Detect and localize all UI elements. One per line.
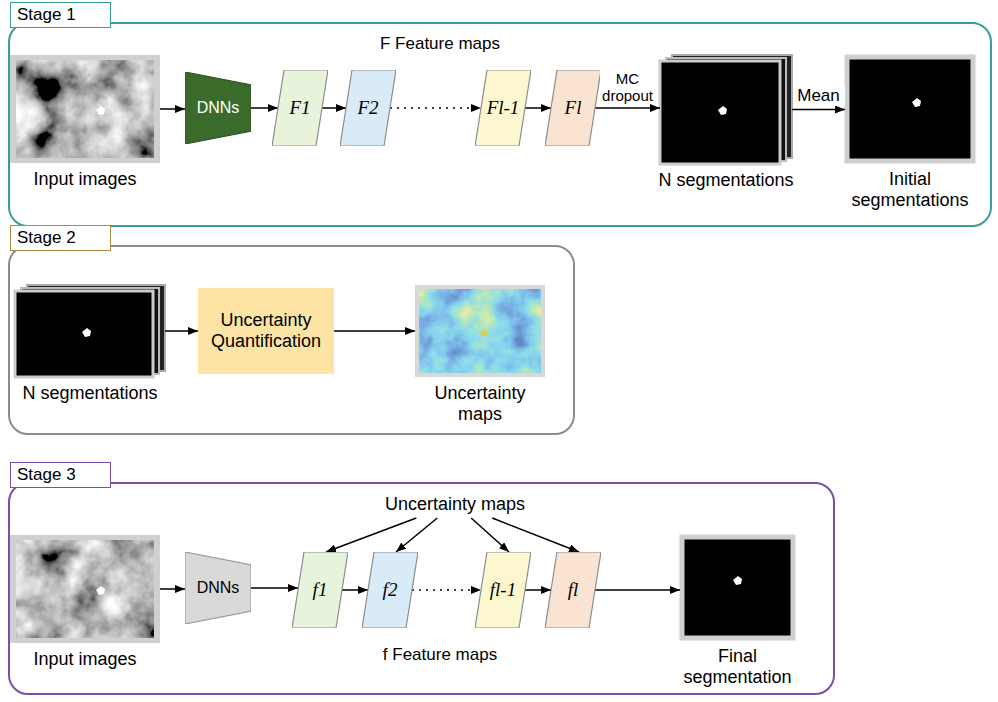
image-node: Initial segmentations — [845, 55, 975, 163]
feature-map: Fl-1 — [475, 70, 531, 146]
arrow-connector — [595, 107, 660, 109]
input-image — [16, 60, 154, 158]
node-label: F2 — [357, 97, 378, 119]
arrow-connector — [390, 107, 481, 109]
feature-map: f2 — [362, 552, 418, 628]
image-frame — [10, 55, 160, 163]
image-caption: Input images — [0, 169, 170, 190]
image-caption: N segmentations — [0, 383, 180, 404]
uncertainty-map — [419, 289, 541, 373]
image-node: Final segmentation — [680, 535, 795, 640]
arrow-connector — [525, 107, 551, 109]
edge-label: Mean — [793, 86, 845, 106]
node-label: DNNs — [197, 99, 240, 117]
arrow-connector — [342, 589, 368, 591]
node-label: fl-1 — [490, 579, 516, 601]
text-node: Uncertainty maps — [381, 492, 530, 516]
feature-map: Fl — [545, 70, 601, 146]
arrow-connector — [322, 107, 346, 109]
segmentation-image — [15, 291, 153, 377]
node-outline — [545, 70, 601, 146]
arrow-connector — [160, 588, 185, 590]
stage-heading: Stage 1 — [10, 2, 111, 28]
stage-heading: Stage 3 — [10, 462, 111, 488]
node-label: Uncertainty Quantification — [204, 310, 328, 351]
feature-map: fl-1 — [475, 552, 531, 628]
node-outline — [340, 70, 396, 146]
stage-heading: Stage 2 — [10, 225, 111, 251]
node-label: Uncertainty maps — [385, 494, 525, 515]
node-label: F1 — [289, 97, 310, 119]
feature-map: fl — [545, 552, 601, 628]
image-caption: Uncertainty maps — [415, 383, 545, 424]
image-node: Input images — [10, 55, 160, 163]
feature-map: F2 — [340, 70, 396, 146]
image-frame — [415, 285, 545, 377]
node-label: f2 — [383, 579, 398, 601]
node-label: f1 — [313, 579, 328, 601]
arrow-connector — [251, 587, 298, 589]
lesion-spot — [733, 576, 742, 585]
image-frame — [10, 535, 160, 643]
arrow-connector — [334, 330, 415, 332]
lesion-spot — [82, 328, 91, 337]
arrow-connector — [595, 589, 680, 591]
lesion-spot — [912, 98, 921, 107]
node-outline — [185, 72, 251, 144]
node-outline — [185, 552, 251, 624]
group-label: F Feature maps — [380, 34, 500, 54]
arrow-connector — [492, 518, 579, 552]
node-outline — [475, 552, 531, 628]
stage-panel: Stage 2N segmentationsUncertainty Quanti… — [8, 245, 575, 435]
segmentation-image — [682, 537, 793, 638]
image-caption: Final segmentation — [668, 646, 808, 687]
node-outline — [362, 552, 418, 628]
image-caption: Input images — [0, 649, 170, 670]
network-block: DNNs — [185, 72, 251, 144]
uncertain-spot — [481, 330, 487, 336]
image-caption: Initial segmentations — [835, 169, 985, 210]
arrow-connector — [251, 107, 278, 109]
node-label: Fl-1 — [487, 97, 520, 119]
lesion-spot — [96, 586, 105, 595]
stage-panel: Stage 3Input imagesDNNsUncertainty mapsf… — [8, 482, 835, 695]
node-label: DNNs — [197, 579, 240, 597]
node-label: Fl — [565, 97, 582, 119]
image-node: Input images — [10, 535, 160, 643]
node-outline — [475, 70, 531, 146]
arrow-connector — [160, 108, 185, 110]
arrow-connector — [792, 109, 845, 111]
arrow-connector — [412, 589, 481, 591]
image-caption: N segmentations — [636, 170, 816, 191]
arrow-connector — [525, 589, 551, 591]
node-outline — [272, 70, 328, 146]
lesion-spot — [718, 106, 727, 115]
network-block: DNNs — [185, 552, 251, 624]
edge-label: MC dropout — [600, 70, 656, 105]
image-node: Uncertainty maps — [415, 285, 545, 377]
feature-map: f1 — [292, 552, 348, 628]
segmentation-image — [847, 57, 973, 161]
arrow-connector — [165, 330, 198, 332]
feature-map: F1 — [272, 70, 328, 146]
node-outline — [292, 552, 348, 628]
image-node: N segmentations — [660, 55, 792, 164]
node-outline — [545, 552, 601, 628]
input-image — [16, 540, 154, 638]
arrow-connector — [396, 518, 437, 552]
group-label: f Feature maps — [383, 645, 497, 665]
process-box: Uncertainty Quantification — [198, 288, 334, 374]
node-label: fl — [568, 579, 579, 601]
lesion-spot — [96, 106, 105, 115]
image-node: N segmentations — [15, 285, 165, 377]
segmentation-image — [660, 61, 780, 164]
stage-panel: Stage 1Input imagesDNNsF1F2Fl-1FlN segme… — [8, 22, 992, 227]
